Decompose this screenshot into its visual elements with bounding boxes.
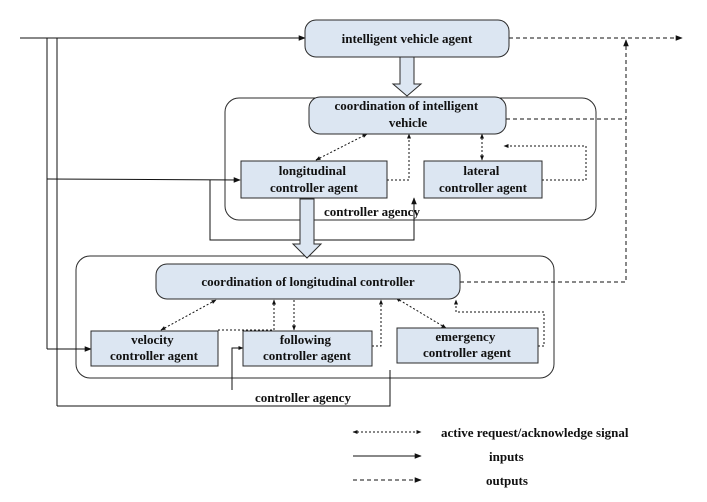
svg-text:velocity controller agen: velocity controller agent (110, 332, 199, 363)
box-label-line: controller agent (423, 345, 512, 360)
box-label-line: controller agent (270, 180, 359, 195)
svg-text:longitudinal controller: longitudinal controller agent (270, 163, 359, 195)
box-label-line: intelligent vehicle agent (342, 31, 473, 46)
legend-inputs-label: inputs (489, 449, 524, 464)
svg-text:intelligent vehicle agent: intelligent vehicle agent (342, 31, 473, 46)
svg-text:lateral controller agent: lateral controller agent (439, 163, 528, 195)
box-label-line: emergency (435, 329, 495, 344)
svg-text:coordination of longitudinal c: coordination of longitudinal controller (201, 274, 414, 289)
lower-agency-label: controller agency (255, 390, 351, 405)
box-lateral-controller-agent: lateral controller agent (423, 160, 543, 199)
block-arrows (291, 56, 423, 259)
output-lines (460, 35, 683, 283)
box-emergency-controller-agent: emergency controller agent (396, 327, 539, 364)
box-label-line: longitudinal (279, 163, 347, 178)
upper-agency-label: controller agency (324, 204, 420, 219)
svg-text:following controller age: following controller agent (263, 332, 352, 363)
legend-outputs-label: outputs (486, 473, 528, 488)
legend-active-signal-label: active request/acknowledge signal (441, 425, 629, 440)
box-label-line: lateral (463, 163, 499, 178)
block-arrow-down-lower (291, 198, 323, 259)
svg-text:coordination of intelligent: coordination of intelligent vehicle (335, 98, 482, 130)
box-label-line: coordination of intelligent (335, 98, 479, 113)
lower-controller-agency-container (75, 255, 555, 379)
box-following-controller-agent: following controller agent (242, 330, 373, 367)
box-velocity-controller-agent: velocity controller agent (90, 330, 219, 367)
legend: active request/acknowledge signal inputs… (352, 425, 629, 488)
input-lines (20, 35, 417, 407)
box-intelligent-vehicle-agent: intelligent vehicle agent (304, 19, 510, 58)
box-label-line: following (280, 332, 332, 347)
box-coordination-of-intelligent-vehicle: coordination of intelligent vehicle (308, 96, 507, 135)
box-label-line: controller agent (110, 348, 199, 363)
box-label-line: controller agent (439, 180, 528, 195)
box-label-line: controller agent (263, 348, 352, 363)
box-label-line: velocity (131, 332, 174, 347)
box-label-line: coordination of longitudinal controller (201, 274, 414, 289)
box-label-line: vehicle (389, 115, 427, 130)
svg-text:emergency controller age: emergency controller agent (423, 329, 512, 360)
box-longitudinal-controller-agent: longitudinal controller agent (240, 160, 388, 199)
box-coordination-of-longitudinal-controller: coordination of longitudinal controller (155, 263, 461, 300)
signal-lines (160, 133, 587, 347)
block-arrow-down-upper (391, 56, 423, 97)
